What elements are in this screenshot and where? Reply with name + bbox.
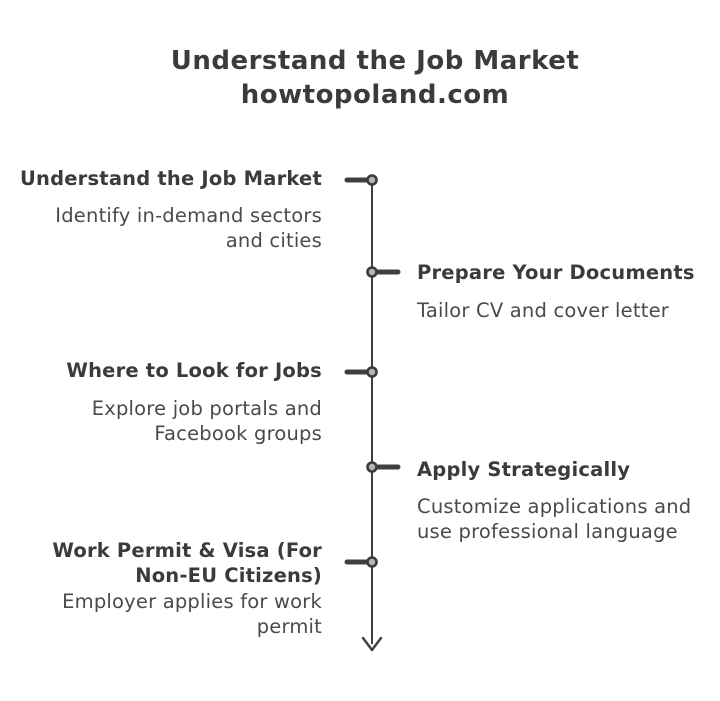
timeline-item-4-title: Apply Strategically bbox=[417, 458, 631, 481]
page-subtitle: howtopoland.com bbox=[240, 80, 510, 110]
timeline-node-2 bbox=[366, 266, 378, 278]
timeline-item-1-title: Understand the Job Market bbox=[19, 167, 322, 190]
page-title: Understand the Job Market bbox=[170, 46, 580, 76]
timeline-node-5 bbox=[366, 556, 378, 568]
timeline-item-2-description: Tailor CV and cover letter bbox=[417, 299, 669, 322]
diagram-header: Understand the Job Market howtopoland.co… bbox=[30, 44, 720, 112]
timeline-node-4 bbox=[366, 461, 378, 473]
timeline-item-5-title: Work Permit & Visa (For Non-EU Citizens) bbox=[52, 539, 322, 587]
timeline-item-2-title: Prepare Your Documents bbox=[417, 261, 695, 284]
timeline-item-4-description: Customize applications and use professio… bbox=[417, 495, 692, 543]
timeline-item-1-description: Identify in-demand sectors and cities bbox=[55, 204, 322, 252]
timeline-node-1 bbox=[366, 174, 378, 186]
timeline-item-3-title: Where to Look for Jobs bbox=[66, 359, 322, 382]
timeline-item-5-description: Employer applies for work permit bbox=[62, 590, 322, 638]
arrow-down-icon bbox=[361, 636, 383, 652]
timeline-item-3-description: Explore job portals and Facebook groups bbox=[91, 397, 322, 445]
timeline-node-3 bbox=[366, 366, 378, 378]
